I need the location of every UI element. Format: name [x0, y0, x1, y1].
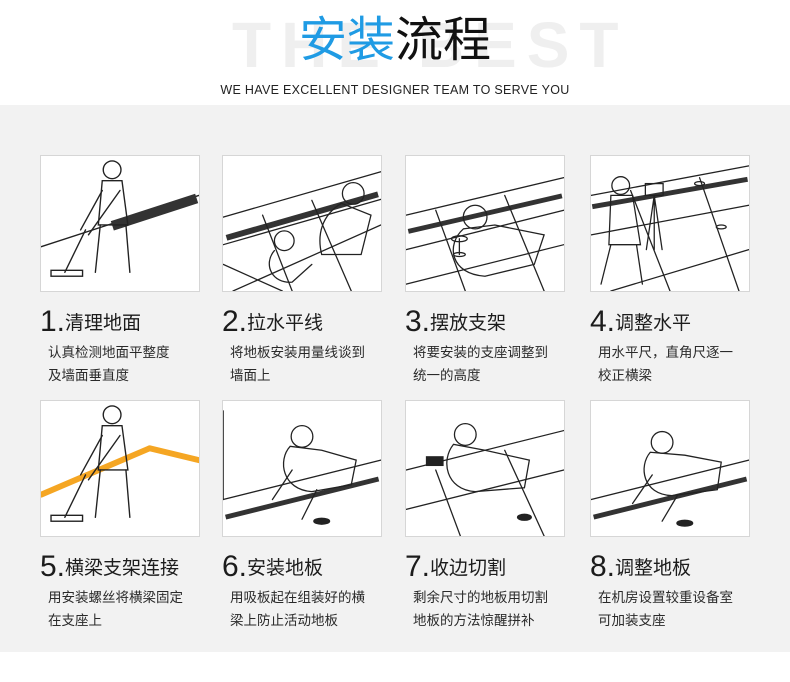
step-description: 用安装螺丝将横梁固定在支座上 [48, 590, 183, 629]
step-title: 3.摆放支架 [405, 305, 507, 338]
step-description: 用水平尺，直角尺逐一校正横梁 [598, 345, 733, 384]
step-title: 7.收边切割 [405, 550, 507, 583]
step-title: 1.清理地面 [40, 305, 142, 338]
illustration-adjusting-floor [590, 400, 750, 537]
page-title-black: 流程 [395, 12, 492, 68]
illustration-laying-panels [222, 400, 382, 537]
page-title: 安装流程 [0, 8, 790, 72]
step-description: 认真检测地面平整度及墙面垂直度 [48, 345, 170, 384]
step-title: 8.调整地板 [590, 550, 692, 583]
page-subtitle: WE HAVE EXCELLENT DESIGNER TEAM TO SERVE… [220, 83, 570, 97]
step-description: 将要安装的支座调整到统一的高度 [413, 345, 548, 384]
step-title: 4.调整水平 [590, 305, 692, 338]
page-title-blue: 安装 [298, 12, 395, 68]
illustration-cutting-edge [405, 400, 565, 537]
illustration-pedestal [405, 155, 565, 292]
header: THE BEST 安装流程 WE HAVE EXCELLENT DESIGNER… [0, 0, 790, 105]
illustration-level-instrument [590, 155, 750, 292]
step-description: 用吸板起在组装好的横梁上防止活动地板 [230, 590, 365, 629]
illustration-mopping [40, 155, 200, 292]
step-title: 2.拉水平线 [222, 305, 324, 338]
step-description: 在机房设置较重设备室可加装支座 [598, 590, 733, 629]
header-watermark: THE BEST [232, 9, 629, 81]
step-description: 剩余尺寸的地板用切割地板的方法惊醒拼补 [413, 590, 548, 629]
step-title: 5.横梁支架连接 [40, 550, 180, 583]
steps-panel: 1.清理地面 认真检测地面平整度及墙面垂直度 2.拉水平线 将地板安装用量线谈到… [0, 105, 790, 652]
step-title: 6.安装地板 [222, 550, 324, 583]
illustration-marking-line [222, 155, 382, 292]
illustration-stringers [40, 400, 200, 537]
step-description: 将地板安装用量线谈到墙面上 [230, 345, 365, 384]
